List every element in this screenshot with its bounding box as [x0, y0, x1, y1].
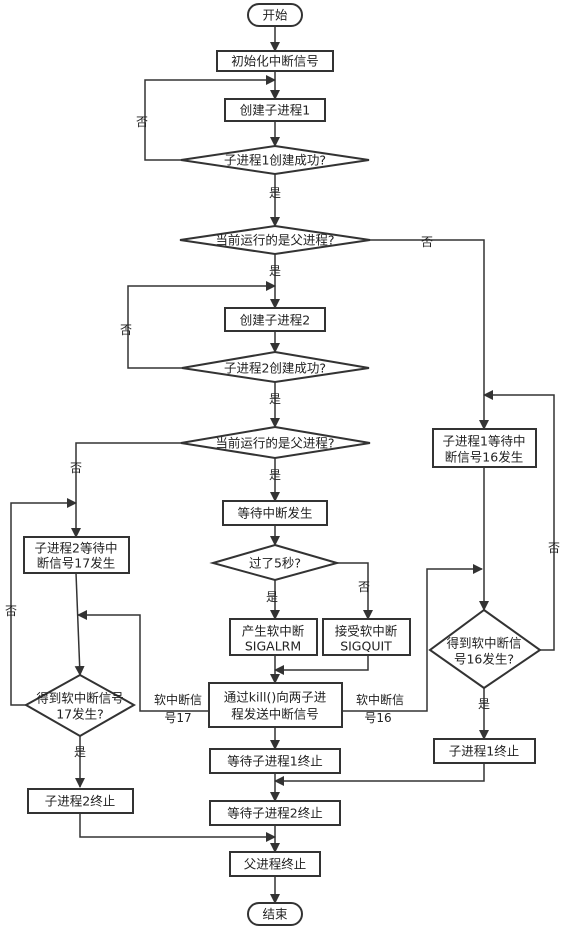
parent1-yes-label: 是 [269, 264, 281, 278]
got17-decision [23, 673, 137, 738]
sigalrm-label-line2: SIGALRM [245, 639, 301, 654]
end-label: 结束 [262, 907, 288, 922]
wait-interrupt-box [222, 500, 328, 526]
child1-ok-label: 子进程1创建成功? [224, 153, 326, 168]
got16-decision [428, 608, 542, 690]
child1-end-label: 子进程1终止 [449, 744, 519, 759]
edge-ok2-retry [127, 281, 276, 369]
nodes: 开始 初始化中断信号 创建子进程1 子进程1创建成功? 当前运行的是父进程? 创… [23, 3, 542, 926]
edge-got17-loop [10, 498, 77, 706]
edge-ok1-retry [144, 75, 276, 161]
wait-child2-end-box [209, 800, 341, 826]
edge-kill-sig16 [342, 564, 483, 712]
is-parent2-label: 当前运行的是父进程? [215, 436, 334, 451]
child2-ok-label: 子进程2创建成功? [224, 361, 326, 376]
ok1-yes-label: 是 [269, 186, 281, 200]
got17-yes-label: 是 [74, 745, 86, 759]
edge-child1end-wait1 [274, 763, 485, 786]
start-terminal [247, 3, 303, 27]
start-label: 开始 [262, 8, 288, 23]
wait-interrupt-label: 等待中断发生 [237, 506, 312, 521]
child1-ok-decision [180, 144, 370, 176]
connectors [10, 26, 555, 904]
sigalrm-label-line1: 产生软中断 [242, 624, 305, 639]
parent1-no-label: 否 [421, 235, 433, 249]
got16-yes-label: 是 [478, 697, 490, 711]
is-parent1-decision [179, 224, 371, 256]
create-child2-box [224, 307, 326, 332]
five-sec-decision [209, 543, 341, 582]
edge-sigquit-kill [274, 655, 369, 675]
edge-got16-loop [483, 390, 555, 651]
retry1-no-label: 否 [136, 115, 148, 129]
edge-parent1-child1 [370, 239, 489, 430]
kill-send-box [208, 682, 343, 728]
parent2-yes-label: 是 [269, 468, 281, 482]
sig17-label-line2: 号17 [164, 711, 191, 725]
ok2-yes-label: 是 [269, 392, 281, 406]
child2-wait17-label-line1: 子进程2等待中 [35, 541, 118, 556]
sig16-label-line1: 软中断信 [356, 692, 404, 707]
parent-end-box [229, 851, 321, 877]
sigalrm-box [229, 618, 318, 656]
child1-wait16-box [432, 428, 537, 468]
child2-ok-decision [181, 350, 370, 384]
child1-wait16-label-line2: 断信号16发生 [445, 450, 523, 465]
edge-kill-sig17 [77, 610, 209, 712]
create-child1-box [224, 98, 326, 122]
is-parent1-label: 当前运行的是父进程? [215, 233, 334, 248]
sigquit-box [322, 618, 411, 656]
five-yes-label: 是 [266, 590, 278, 604]
edge-child2wait-got17 [74, 572, 85, 676]
got16-label-line1: 得到软中断信 [446, 636, 521, 651]
child2-end-box [27, 788, 134, 814]
got17-no-label: 否 [5, 604, 17, 618]
init-signal-label: 初始化中断信号 [231, 54, 319, 69]
child2-end-label: 子进程2终止 [45, 794, 115, 809]
end-terminal [247, 902, 303, 926]
kill-send-label-line1: 通过kill()向两子进 [224, 690, 327, 705]
edge-parent2-child2 [71, 442, 181, 538]
child1-end-box [433, 738, 536, 764]
edge-child2end-wait2 [79, 813, 276, 842]
init-signal-box [216, 50, 334, 72]
is-parent2-decision [180, 425, 371, 460]
wait-child2-end-label: 等待子进程2终止 [227, 806, 322, 821]
sig17-label-line1: 软中断信 [154, 692, 202, 707]
got16-no-label: 否 [548, 541, 560, 555]
create-child2-label: 创建子进程2 [240, 313, 310, 328]
edge-labels: 否 是 否 是 否 是 否 是 是 否 软中断信 号17 软中断信 号16 否 … [5, 115, 560, 759]
five-no-label: 否 [358, 580, 370, 594]
got17-label-line2: 17发生? [56, 707, 104, 722]
create-child1-label: 创建子进程1 [240, 103, 310, 118]
wait-child1-end-box [209, 748, 341, 774]
sigquit-label-line2: SIGQUIT [340, 639, 392, 654]
edge-five-sigquit [337, 562, 373, 620]
child2-wait17-label-line2: 断信号17发生 [37, 556, 115, 571]
got17-label-line1: 得到软中断信号 [36, 691, 124, 706]
child1-wait16-label-line1: 子进程1等待中 [443, 434, 526, 449]
five-sec-label: 过了5秒? [249, 556, 301, 571]
parent2-no-label: 否 [70, 461, 82, 475]
parent-end-label: 父进程终止 [244, 857, 307, 872]
sig16-label-line2: 号16 [364, 711, 391, 725]
wait-child1-end-label: 等待子进程1终止 [227, 754, 322, 769]
got16-label-line2: 号16发生? [454, 652, 514, 667]
retry2-no-label: 否 [120, 323, 132, 337]
child2-wait17-box [23, 536, 130, 574]
sigquit-label-line1: 接受软中断 [335, 624, 398, 639]
kill-send-label-line2: 程发送中断信号 [231, 707, 319, 722]
